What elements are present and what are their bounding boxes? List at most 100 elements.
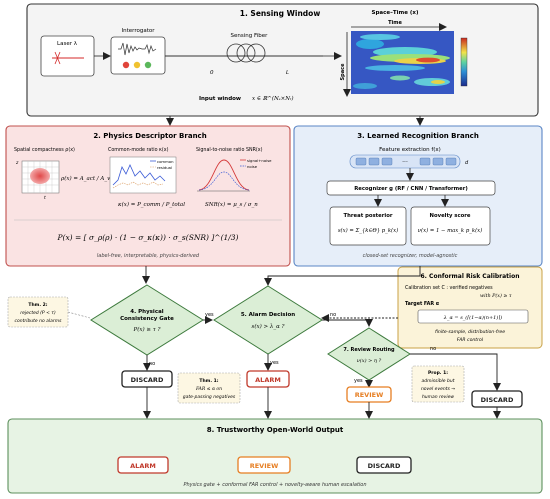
alarm-outcome-1: ALARM — [246, 370, 290, 388]
prop1-line-4: human review — [422, 394, 454, 400]
alarm-decision: 5. Alarm Decision s(x) > λ_α ? — [213, 285, 323, 355]
prop1-line-2: admissible but — [422, 378, 455, 384]
common-mode-plot: common residual — [109, 156, 177, 194]
fiber-end: L — [286, 70, 289, 76]
discard-outcome-1: DISCARD — [121, 370, 173, 388]
fiber-start: 0 — [210, 70, 214, 76]
waveform-icon — [118, 42, 157, 56]
laser-box: Laser λ — [40, 35, 95, 77]
conformal-caption-2: FAR control — [457, 337, 484, 343]
edge-alarm-no: no — [330, 312, 336, 318]
alarm-label-final: ALARM — [130, 462, 156, 470]
input-window-label: Input window — [199, 96, 241, 102]
review-decision-condition: ν(x) > η ? — [357, 357, 382, 364]
learned-caption: closed-set recognizer, model-agnostic — [363, 253, 458, 259]
edge-review-yes: yes — [354, 378, 363, 384]
compactness-grid: t z — [15, 160, 60, 201]
laser-icon — [52, 51, 84, 65]
discard-label-2: DISCARD — [481, 396, 514, 404]
novelty-formula: ν(x) = 1 − max_k p_k(x) — [418, 227, 482, 234]
thm1-line-1: Thm. 1: — [199, 378, 218, 384]
heatmap-title: Space–Time (x) — [372, 10, 419, 16]
alarm-label-1: ALARM — [255, 376, 281, 384]
thm2-note: Thm. 2: rejected (P < τ) contribute no a… — [7, 296, 69, 328]
prop1-line-3: novel events → — [421, 386, 455, 392]
input-window-formula: x ∈ ℝ^(Nₛ×Nₜ) — [252, 95, 294, 102]
common-mode-formula: κ(x) = P_comm / P_total — [117, 201, 185, 208]
cm-legend-residual: residual — [157, 165, 172, 170]
gate-title-2: Consistency Gate — [120, 316, 174, 322]
recognizer-box — [326, 180, 496, 196]
learned-branch-panel: 3. Learned Recognition Branch Feature ex… — [293, 125, 543, 267]
conformal-calib-2: with P(x) ≥ τ — [480, 292, 512, 299]
interrogator-box — [110, 36, 166, 75]
discard-outcome-final: DISCARD — [356, 456, 412, 474]
snr-legend-noise: noise — [247, 164, 258, 169]
review-outcome-1: REVIEW — [346, 386, 392, 403]
review-outcome-final: REVIEW — [237, 456, 291, 474]
threat-box — [329, 206, 407, 246]
learned-title: 3. Learned Recognition Branch — [357, 132, 479, 140]
novelty-title: Novelty score — [430, 213, 471, 219]
edge-review-no: no — [430, 346, 436, 352]
discard-outcome-2: DISCARD — [471, 390, 523, 408]
feature-dots: ··· — [402, 159, 408, 166]
snr-label: Signal-to-noise ratio SNR(x) — [196, 147, 263, 153]
thm2-line-1: Thm. 2: — [28, 302, 47, 308]
output-title: 8. Trustworthy Open-World Output — [207, 426, 344, 434]
review-label-final: REVIEW — [250, 462, 279, 470]
thm1-line-2: FAR ≤ α on — [195, 386, 222, 392]
yellow-led-icon — [133, 61, 141, 69]
conformal-caption-1: finite-sample, distribution-free — [435, 329, 505, 335]
conformal-title: 6. Conformal Risk Calibration — [421, 273, 520, 280]
common-mode-label: Common-mode ratio κ(x) — [108, 147, 169, 153]
novelty-box — [410, 206, 491, 246]
physics-caption: label-free, interpretable, physics-deriv… — [97, 253, 200, 259]
feature-dim: d — [465, 160, 469, 166]
alarm-outcome-final: ALARM — [117, 456, 169, 474]
laser-label: Laser λ — [57, 41, 78, 47]
fiber-coil-icon — [165, 43, 323, 63]
conformal-target: Target FAR α — [405, 301, 440, 307]
conformal-panel: 6. Conformal Risk Calibration Calibratio… — [397, 266, 543, 349]
colorbar — [460, 37, 468, 87]
edge-alarm-yes: yes — [270, 360, 279, 366]
snr-legend-signal: signal+noise — [247, 158, 272, 163]
z-axis-label: z — [15, 161, 19, 166]
space-time-heatmap — [351, 31, 454, 94]
thm2-line-3: contribute no alarms — [15, 318, 63, 324]
conformal-formula: λ_α = s_(⌈(1−α)(n+1)⌉) — [443, 314, 502, 321]
alarm-decision-condition: s(x) > λ_α ? — [252, 323, 285, 330]
prop1-note: Prop. 1: admissible but novel events → h… — [411, 365, 465, 403]
red-led-icon — [122, 61, 130, 69]
t-axis-label: t — [44, 195, 46, 201]
discard-label-1: DISCARD — [131, 376, 164, 384]
alarm-decision-title: 5. Alarm Decision — [241, 312, 295, 318]
recognizer-label: Recognizer g (RF / CNN / Transformer) — [354, 186, 468, 192]
output-panel: 8. Trustworthy Open-World Output ALARM R… — [7, 418, 543, 494]
sensing-title: 1. Sensing Window — [240, 9, 321, 18]
output-caption: Physics gate + conformal FAR control + n… — [183, 482, 366, 488]
prop1-line-1: Prop. 1: — [428, 370, 448, 376]
review-decision-title: 7. Review Routing — [343, 347, 395, 353]
sensing-window-panel: 1. Sensing Window Laser λ Interrogator S… — [26, 3, 539, 117]
threat-formula: s(x) = Σ_{k∈Θ} p_k(x) — [338, 227, 398, 234]
snr-formula: SNR(x) = μ_s / σ_n — [205, 201, 258, 208]
thm1-note: Thm. 1: FAR ≤ α on gate-passing negative… — [177, 372, 241, 404]
time-axis-label: Time — [388, 20, 402, 26]
snr-plot: signal+noise noise — [197, 158, 272, 192]
review-decision: 7. Review Routing ν(x) > η ? — [327, 327, 411, 381]
interrogator-label: Interrogator — [122, 28, 156, 34]
edge-gate-no: no — [149, 361, 155, 367]
cm-legend-common: common — [157, 159, 174, 164]
fiber-label: Sensing Fiber — [231, 33, 269, 39]
physics-title: 2. Physics Descriptor Branch — [93, 132, 206, 140]
edge-gate-yes: yes — [205, 312, 214, 318]
gate-decision: 4. Physical Consistency Gate P(x) ≥ τ ? — [90, 284, 204, 356]
conformal-calib: Calibration set C : verified negatives — [405, 285, 493, 291]
gate-title: 4. Physical — [130, 309, 163, 315]
green-led-icon — [144, 61, 152, 69]
feature-label: Feature extraction f(x) — [379, 147, 441, 153]
thm2-line-2: rejected (P < τ) — [20, 310, 56, 316]
